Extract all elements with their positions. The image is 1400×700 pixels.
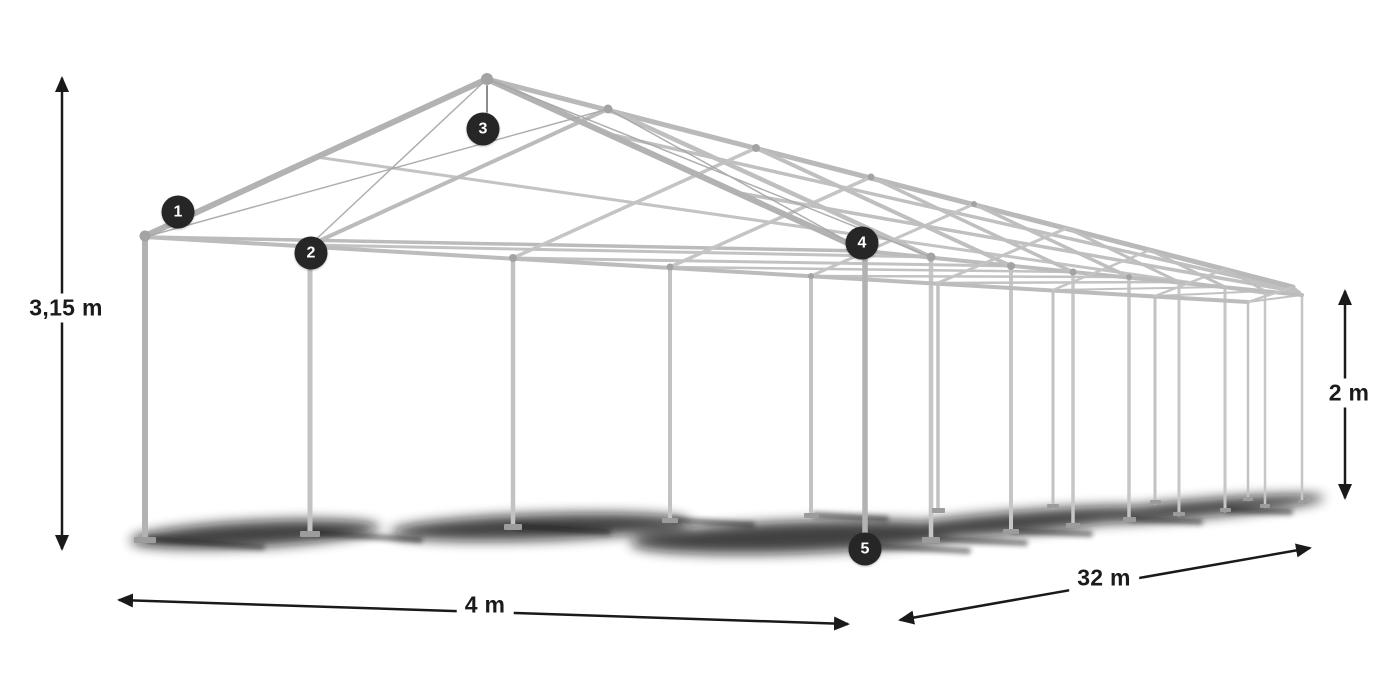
frame-tubes <box>142 76 1304 550</box>
dimension-label-length: 32 m <box>1069 563 1139 593</box>
foot-plates <box>134 497 1307 550</box>
callout-badge-4[interactable]: 4 <box>845 226 879 260</box>
callout-badge-1[interactable]: 1 <box>161 195 195 229</box>
dimension-label-side-height: 2 m <box>1320 378 1378 408</box>
dimension-label-width: 4 m <box>456 590 514 620</box>
callout-badge-2[interactable]: 2 <box>294 236 328 270</box>
dimension-label-ridge-height: 3,15 m <box>21 293 111 323</box>
callout-badge-3[interactable]: 3 <box>466 112 500 146</box>
callout-badge-5[interactable]: 5 <box>848 532 882 566</box>
frame-connectors <box>139 73 1132 280</box>
